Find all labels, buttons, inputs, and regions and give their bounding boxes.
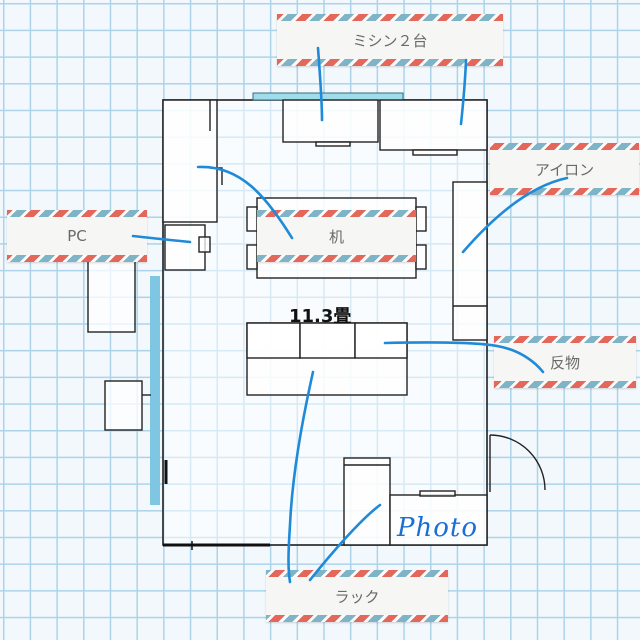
label-fabric-text: 反物 <box>549 353 580 372</box>
bottom-right-cabinet-body <box>389 494 488 546</box>
sofa-cushion-3 <box>354 322 408 359</box>
sewing-table-1-top <box>282 99 379 143</box>
sewing-table-1 <box>282 99 379 147</box>
sewing-table-2 <box>379 99 488 156</box>
label-sewing-machines-text: ミシン２台 <box>352 31 428 50</box>
door-swing-arc <box>489 434 546 491</box>
sofa <box>246 322 408 396</box>
handwritten-photo-note: Photo <box>396 513 478 543</box>
outside-small-table <box>104 380 143 431</box>
pointer-rack-2 <box>308 503 382 582</box>
outside-furniture-left <box>87 254 136 333</box>
label-pc-text: PC <box>67 227 87 245</box>
label-iron: アイロン <box>490 143 639 195</box>
right-cabinet <box>452 181 488 341</box>
sewing-table-1-chair <box>315 141 351 147</box>
room-size-label: 11.3畳 <box>289 306 351 327</box>
bottom-right-cabinet <box>389 490 488 546</box>
desk-chair-right-1 <box>415 206 427 232</box>
pointer-desk <box>196 165 294 240</box>
label-rack: ラック <box>266 570 448 622</box>
pointer-iron <box>461 176 569 254</box>
left-window <box>150 276 160 505</box>
bottom-right-cabinet-top-item <box>419 490 456 497</box>
sofa-cushion-1 <box>246 322 301 359</box>
pc-desk <box>164 224 211 271</box>
door <box>489 434 546 492</box>
label-desk-text: 机 <box>328 227 344 246</box>
pc-chair <box>198 236 211 253</box>
label-sewing-machines: ミシン２台 <box>277 14 503 66</box>
label-iron-text: アイロン <box>534 160 595 179</box>
label-fabric: 反物 <box>494 336 636 388</box>
pointer-rack-1 <box>287 370 315 584</box>
sofa-cushion-2 <box>299 322 356 359</box>
pointer-pc <box>131 234 192 244</box>
label-desk: 机 <box>257 210 416 262</box>
pointer-sewing-machine-1 <box>316 46 324 122</box>
desk-chair-right-2 <box>415 244 427 270</box>
pointer-sewing-machine-2 <box>459 58 468 126</box>
pointer-fabric <box>383 341 545 374</box>
cabinet-body <box>162 99 218 223</box>
sewing-table-2-chair <box>412 149 458 156</box>
label-rack-text: ラック <box>334 587 380 606</box>
right-cabinet-body <box>452 181 488 341</box>
label-pc: PC <box>7 210 147 262</box>
sewing-table-2-top <box>379 99 488 151</box>
top-left-cabinet <box>162 99 223 223</box>
